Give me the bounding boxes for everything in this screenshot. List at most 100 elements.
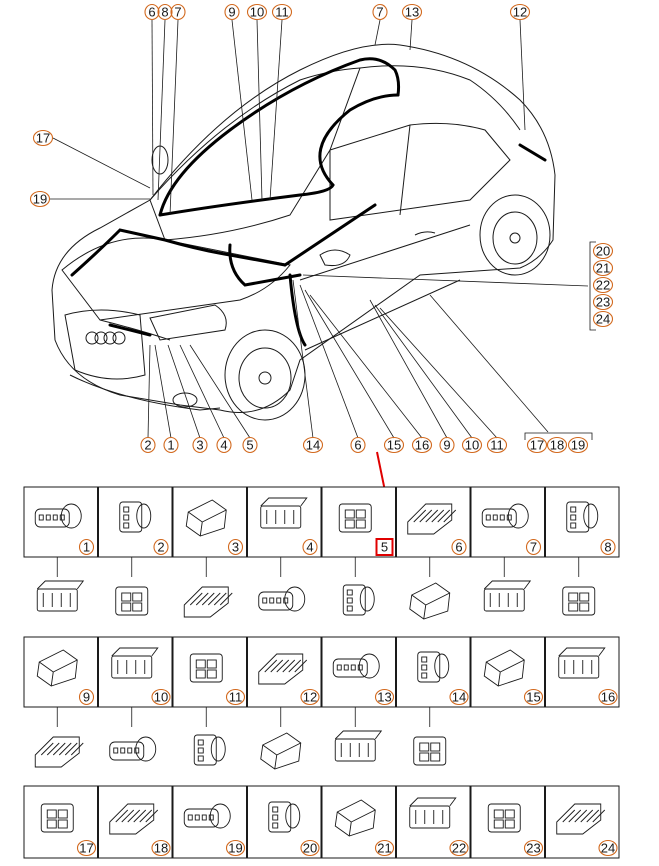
callout-number: 9 [443,438,450,453]
connector-box [470,636,545,708]
connector-number: 21 [377,841,391,856]
callout-number: 10 [465,438,479,453]
callout-number: 4 [220,438,227,453]
connector-drawing-alt-view [36,580,85,612]
connector-drawing [338,503,372,533]
callout-bottom-4: 4 [216,436,232,454]
callout-number: 16 [415,438,429,453]
connector-box [172,636,247,708]
connector-number-label: 6 [451,538,467,556]
callout-bottom-11: 11 [486,436,508,454]
callout-number: 3 [196,438,203,453]
connector-22: 22 [396,785,471,859]
callout-top-13: 13 [401,3,423,21]
connector-number-label: 23 [523,839,544,857]
connector-number-label: 16 [598,688,618,706]
connector-box [545,785,620,859]
connector-drawing [258,653,308,685]
connector-number-label: 21 [374,839,395,857]
callout-number: 5 [246,438,253,453]
connector-number-label: 12 [300,688,320,706]
connector-drawing [189,653,223,683]
connector-number: 10 [154,690,168,705]
callout-bottom-right-19: 19 [567,436,589,454]
connector-number-label: 8 [600,538,616,556]
connector-2: 2 [98,486,173,616]
callout-top-11: 11 [271,3,293,21]
connector-box [396,636,471,708]
connector-number: 1 [83,540,90,555]
connector-4: 4 [247,486,322,612]
connector-8: 8 [545,486,620,616]
connector-number-label: 20 [300,839,320,857]
connector-19: 19 [172,785,247,859]
connector-box [98,636,173,708]
callout-bottom-15: 15 [383,436,405,454]
connector-number-label: 11 [225,688,246,706]
connector-13: 13 [321,636,396,762]
connector-drawing-alt-view [193,734,226,766]
connector-number-label: 17 [76,839,97,857]
connector-drawing [34,503,82,529]
connector-box [98,486,173,558]
connector-number-label: 14 [449,688,469,706]
connector-box [23,785,98,859]
connector-box [396,486,471,558]
connector-number: 12 [303,690,317,705]
connector-drawing-alt-view [183,586,233,618]
connector-number-label: 10 [151,688,171,706]
callout-top-9: 9 [224,3,240,21]
callout-number: 7 [174,5,181,20]
connector-number-label: 7 [525,538,542,556]
connector-number-label: 24 [598,839,618,857]
connector-box [172,785,247,859]
connector-drawing-alt-view [409,582,451,620]
connector-23: 23 [470,785,545,859]
connector-box [545,636,620,708]
callout-bottom-right-17: 17 [526,436,548,454]
connector-number: 17 [79,841,93,856]
connector-1: 1 [23,486,98,612]
connector-drawing [409,797,457,829]
callout-right-22: 22 [592,276,614,294]
callout-left-17: 17 [32,129,54,147]
callout-right-21: 21 [592,259,614,277]
callout-bottom-16: 16 [411,436,433,454]
connector-number: 13 [377,690,391,705]
callout-right-24: 24 [592,310,614,328]
callout-bottom-10: 10 [461,436,483,454]
logo-rings [85,331,126,345]
connector-box [321,636,396,708]
callout-top-10: 10 [246,3,268,21]
connector-number: 20 [303,841,317,856]
callout-top-12: 12 [509,3,531,21]
callout-number: 11 [275,5,289,20]
connector-number: 6 [455,540,462,555]
connector-box [247,636,322,708]
connector-number: 16 [601,690,615,705]
connector-number: 2 [157,540,164,555]
connector-number: 15 [526,690,540,705]
connector-number-label: 9 [78,688,95,706]
connector-number-label: 4 [302,538,318,556]
callout-bottom-2: 2 [140,436,156,454]
callout-bottom-5: 5 [242,436,258,454]
callout-top-6: 6 [144,3,160,21]
connector-10: 10 [98,636,173,762]
connector-5: 5 [321,486,396,616]
callout-number: 6 [148,5,155,20]
connector-drawing [334,799,376,837]
connector-3: 3 [172,486,247,618]
connector-number: 19 [228,841,242,856]
callout-bottom-9: 9 [439,436,455,454]
connector-drawing [119,501,152,533]
connector-21: 21 [321,785,396,859]
callout-number: 11 [490,438,504,453]
callout-number: 15 [387,438,401,453]
connector-16: 16 [545,636,620,708]
connector-14: 14 [396,636,471,766]
connector-number-label: 15 [523,688,544,706]
connector-drawing [566,501,599,533]
connector-number: 7 [530,540,537,555]
connector-number: 4 [306,540,313,555]
